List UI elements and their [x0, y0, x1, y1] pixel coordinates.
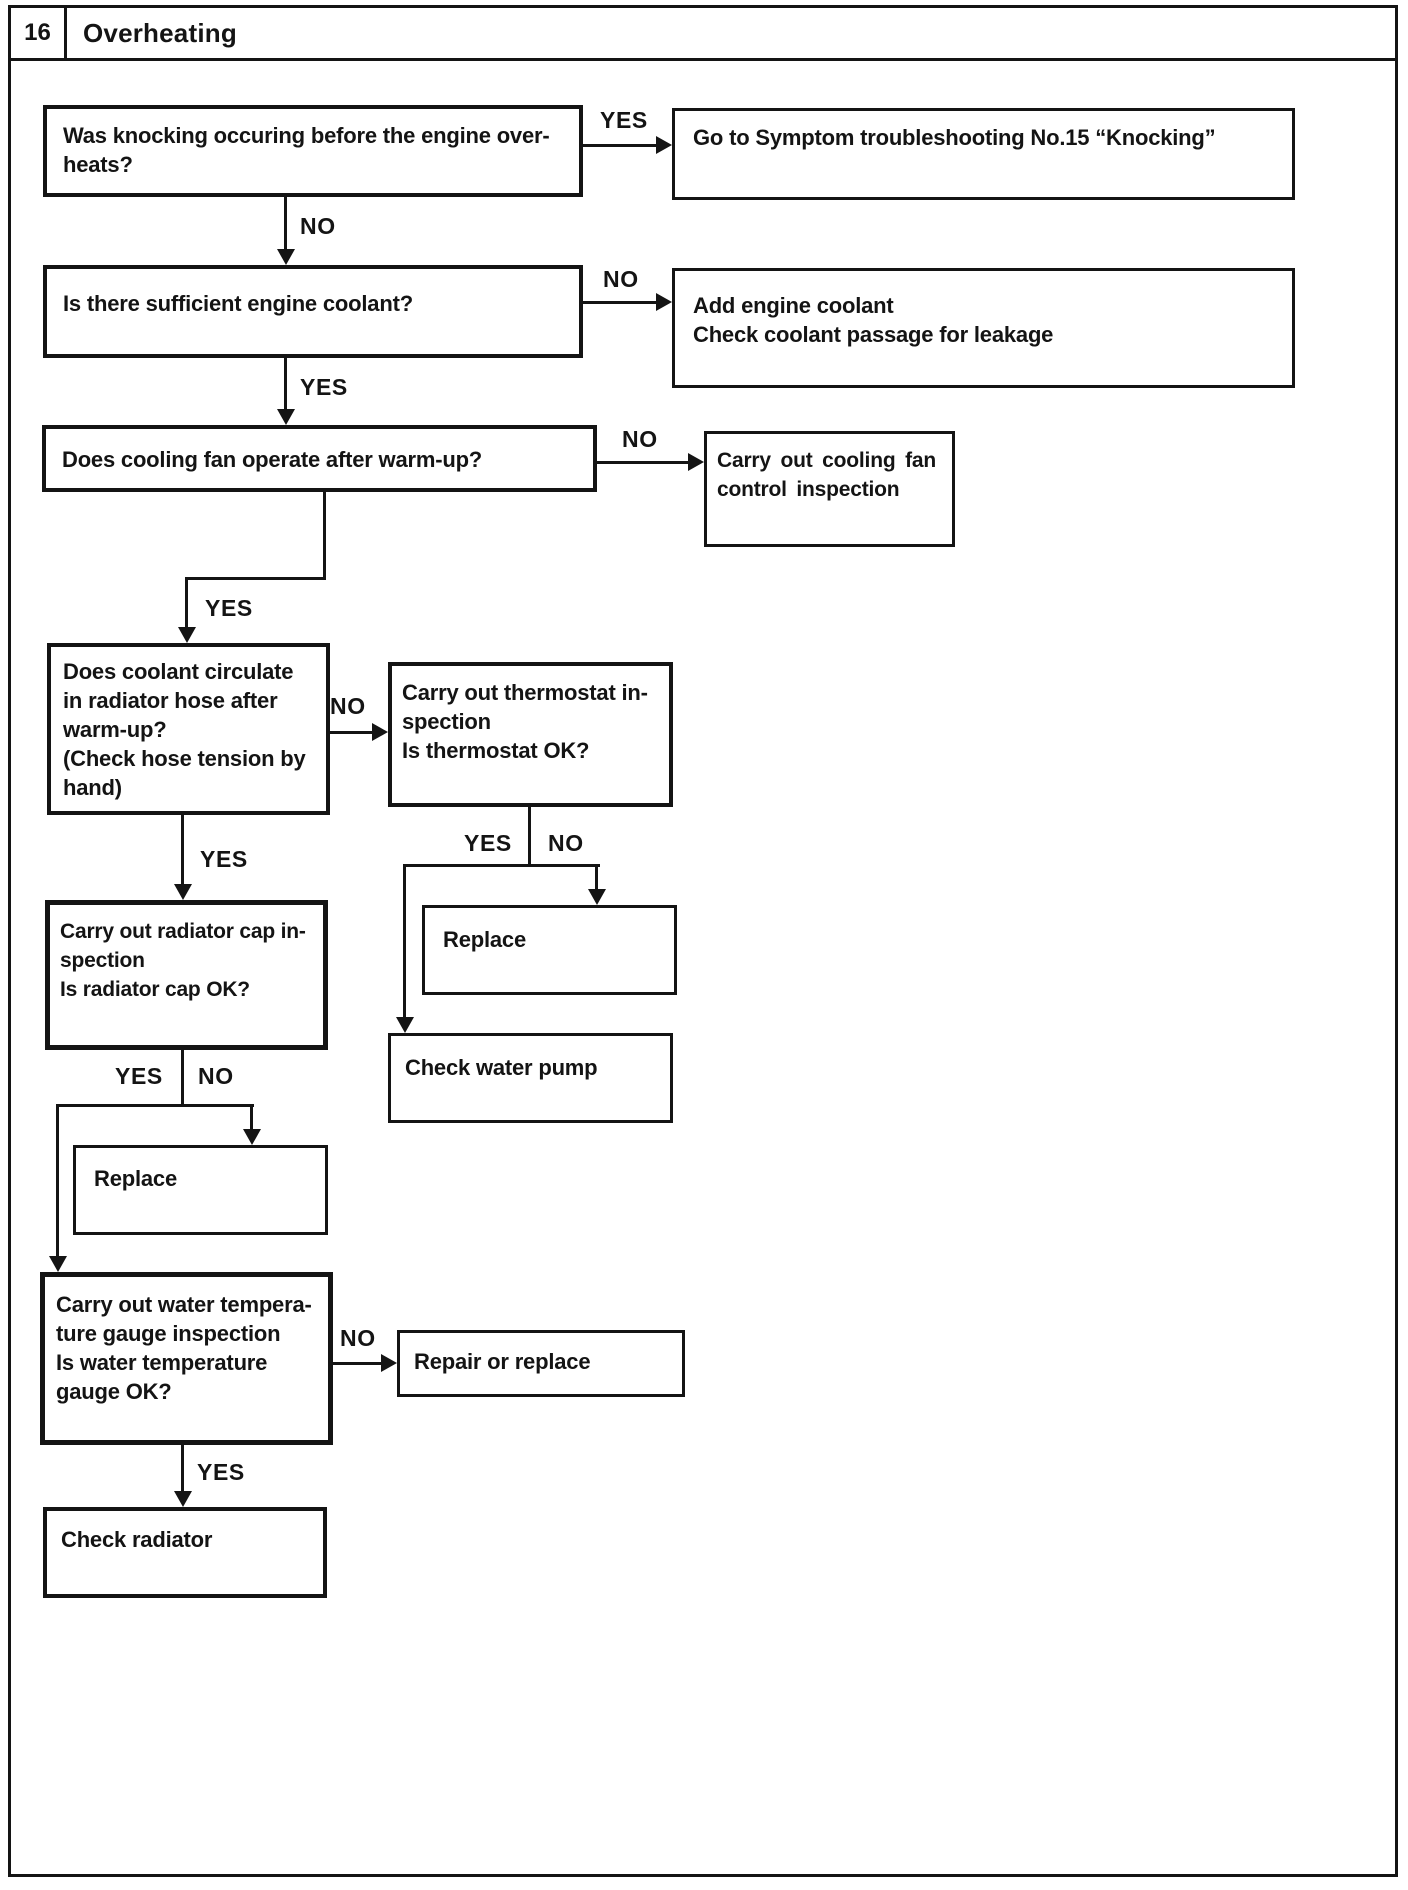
edge-label-coolant-yes: YES: [300, 374, 348, 400]
edge-coolant-no-line: [583, 301, 657, 304]
edge-label-coolant-no: NO: [603, 266, 639, 292]
node-water-temp-gauge-inspection-text: Carry out water tempera- ture gauge insp…: [56, 1292, 312, 1404]
node-add-coolant-text: Add engine coolant Check coolant passage…: [693, 293, 1054, 347]
node-thermostat-inspection-text: Carry out thermostat in- spection Is the…: [402, 680, 648, 763]
edge-label-knocking-no: NO: [300, 213, 336, 239]
node-radiator-cap-inspection: Carry out radiator cap in- spection Is r…: [45, 900, 328, 1050]
node-fan-question: Does cooling fan operate after warm-up?: [42, 425, 597, 492]
edge-circulate-no-line: [330, 731, 374, 734]
arrow-right-icon: [372, 723, 388, 741]
node-replace-radiator-cap-text: Replace: [94, 1166, 177, 1191]
edge-label-circulate-no: NO: [330, 693, 366, 719]
node-repair-or-replace: Repair or replace: [397, 1330, 685, 1397]
node-add-coolant: Add engine coolant Check coolant passage…: [672, 268, 1295, 388]
arrow-down-icon: [396, 1017, 414, 1033]
edge-knocking-no-line: [284, 197, 287, 249]
node-radiator-cap-inspection-text: Carry out radiator cap in- spection Is r…: [60, 920, 306, 1001]
node-water-temp-gauge-inspection: Carry out water tempera- ture gauge insp…: [40, 1272, 333, 1445]
edge-cap-no-line: [250, 1104, 253, 1129]
edge-cap-yes-line: [56, 1104, 59, 1256]
arrow-right-icon: [656, 136, 672, 154]
edge-fan-yes-line-drop: [185, 577, 188, 627]
page-title: Overheating: [83, 17, 237, 48]
edge-label-knocking-yes: YES: [600, 107, 648, 133]
edge-label-fan-no: NO: [622, 426, 658, 452]
node-fan-control-inspection-text: Carry out cooling fan control inspection: [717, 449, 936, 501]
arrow-down-icon: [588, 889, 606, 905]
node-check-water-pump: Check water pump: [388, 1033, 673, 1123]
edge-gauge-yes-line: [181, 1445, 184, 1491]
node-goto-knocking-text: Go to Symptom troubleshooting No.15 “Kno…: [693, 125, 1216, 150]
node-knocking-question-text: Was knocking occuring before the engine …: [63, 123, 550, 177]
edge-label-gauge-yes: YES: [197, 1459, 245, 1485]
edge-circulate-yes-line: [181, 815, 184, 884]
edge-knocking-yes-line: [583, 144, 657, 147]
edge-thermostat-split-line: [404, 864, 600, 867]
node-repair-or-replace-text: Repair or replace: [414, 1349, 591, 1374]
arrow-right-icon: [688, 453, 704, 471]
edge-cap-stem-line: [181, 1050, 184, 1107]
edge-label-thermostat-yes: YES: [464, 830, 512, 856]
edge-thermostat-yes-line: [403, 864, 406, 1017]
arrow-right-icon: [656, 293, 672, 311]
arrow-down-icon: [277, 409, 295, 425]
edge-label-thermostat-no: NO: [548, 830, 584, 856]
edge-label-fan-yes: YES: [205, 595, 253, 621]
node-circulate-question: Does coolant circulate in radiator hose …: [47, 643, 330, 815]
arrow-down-icon: [277, 249, 295, 265]
edge-fan-no-line: [597, 461, 689, 464]
edge-thermostat-stem-line: [528, 807, 531, 867]
arrow-down-icon: [178, 627, 196, 643]
node-goto-knocking: Go to Symptom troubleshooting No.15 “Kno…: [672, 108, 1295, 200]
node-thermostat-inspection: Carry out thermostat in- spection Is the…: [388, 662, 673, 807]
arrow-down-icon: [174, 884, 192, 900]
edge-fan-yes-line-vertical: [323, 492, 326, 580]
edge-label-circulate-yes: YES: [200, 846, 248, 872]
node-replace-thermostat: Replace: [422, 905, 677, 995]
node-coolant-question: Is there sufficient engine coolant?: [43, 265, 583, 358]
arrow-right-icon: [381, 1354, 397, 1372]
arrow-down-icon: [243, 1129, 261, 1145]
node-check-radiator: Check radiator: [43, 1507, 327, 1598]
edge-coolant-yes-line: [284, 358, 287, 409]
edge-label-cap-yes: YES: [115, 1063, 163, 1089]
section-number: 16: [11, 8, 67, 58]
node-check-water-pump-text: Check water pump: [405, 1055, 598, 1080]
node-fan-question-text: Does cooling fan operate after warm-up?: [62, 447, 483, 472]
node-coolant-question-text: Is there sufficient engine coolant?: [63, 291, 413, 316]
node-replace-thermostat-text: Replace: [443, 927, 526, 952]
node-replace-radiator-cap: Replace: [73, 1145, 328, 1235]
node-fan-control-inspection: Carry out cooling fan control inspection: [704, 431, 955, 547]
arrow-down-icon: [174, 1491, 192, 1507]
edge-cap-split-line: [57, 1104, 254, 1107]
node-check-radiator-text: Check radiator: [61, 1527, 213, 1552]
edge-label-gauge-no: NO: [340, 1325, 376, 1351]
node-knocking-question: Was knocking occuring before the engine …: [43, 105, 583, 197]
arrow-down-icon: [49, 1256, 67, 1272]
edge-fan-yes-line-horizontal: [185, 577, 326, 580]
edge-label-cap-no: NO: [198, 1063, 234, 1089]
page-header: 16 Overheating: [8, 5, 1398, 61]
edge-gauge-no-line: [333, 1362, 381, 1365]
edge-thermostat-no-line: [595, 864, 598, 889]
node-circulate-question-text: Does coolant circulate in radiator hose …: [63, 659, 306, 800]
